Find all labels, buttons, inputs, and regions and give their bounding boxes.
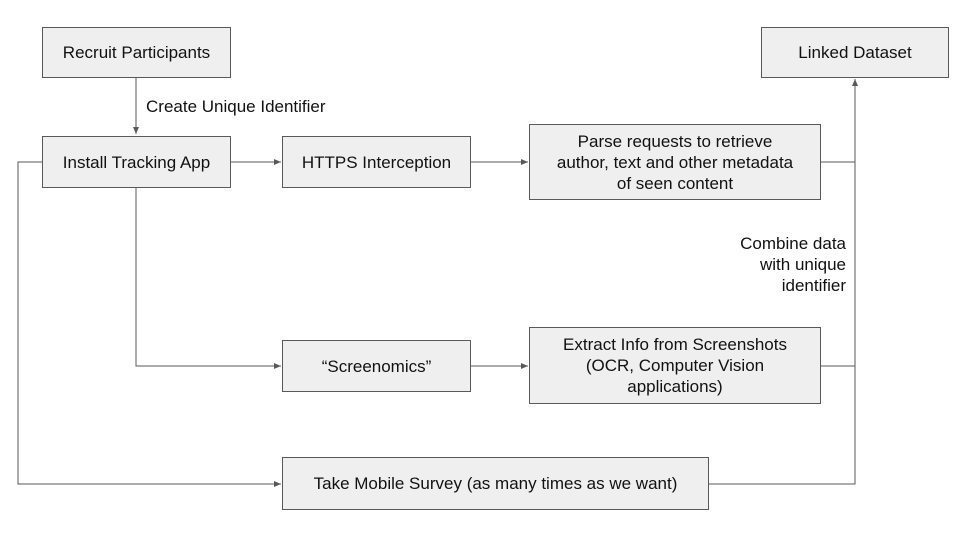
node-linked-dataset-label: Linked Dataset — [798, 43, 912, 62]
node-extract-info-label: Extract Info from Screenshots (OCR, Comp… — [563, 335, 787, 396]
node-take-mobile-survey: Take Mobile Survey (as many times as we … — [282, 457, 709, 510]
node-recruit-participants: Recruit Participants — [42, 27, 231, 78]
node-screenomics-label: “Screenomics” — [321, 356, 432, 376]
node-https-interception-label: HTTPS Interception — [301, 152, 452, 172]
node-screenomics: “Screenomics” — [282, 340, 471, 392]
connector-survey-to-merge — [708, 162, 856, 485]
node-take-mobile-survey-label: Take Mobile Survey (as many times as we … — [313, 474, 678, 493]
arrow-install-to-screenomics — [135, 188, 281, 369]
node-https-interception: HTTPS Interception — [282, 136, 471, 188]
edge-label-combine-data: Combine data with unique identifier — [740, 234, 846, 295]
node-parse-requests: Parse requests to retrieve author, text … — [529, 124, 821, 200]
node-install-tracking-app: Install Tracking App — [42, 136, 231, 188]
arrow-parse-to-linked — [820, 79, 858, 163]
arrow-install-to-survey — [17, 161, 281, 487]
node-linked-dataset: Linked Dataset — [761, 27, 949, 78]
node-parse-requests-label: Parse requests to retrieve author, text … — [556, 131, 794, 193]
node-install-tracking-app-label: Install Tracking App — [62, 152, 211, 172]
node-extract-info: Extract Info from Screenshots (OCR, Comp… — [529, 327, 821, 404]
node-recruit-participants-label: Recruit Participants — [62, 43, 211, 62]
edge-label-create-unique-identifier: Create Unique Identifier — [146, 97, 326, 116]
